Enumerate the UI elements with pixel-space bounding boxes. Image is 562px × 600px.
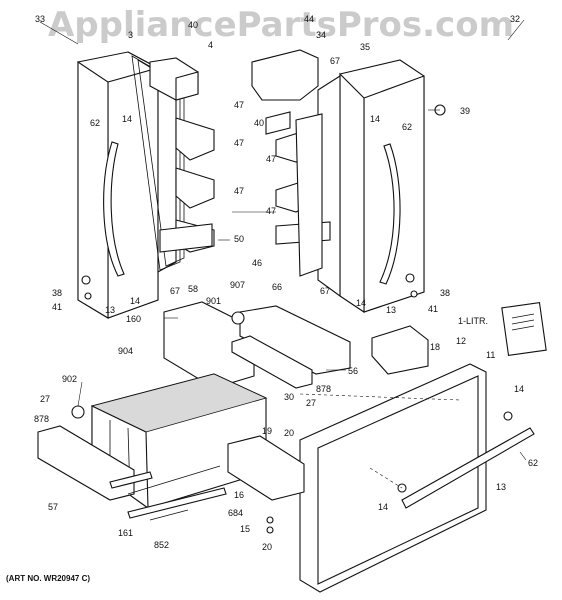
callout-15: 15 xyxy=(240,524,251,534)
callout-40-top: 40 xyxy=(188,20,199,30)
left-door-handle xyxy=(103,141,125,277)
callout-27-left: 27 xyxy=(40,394,51,404)
callout-47-a: 47 xyxy=(234,138,245,148)
callout-684: 684 xyxy=(228,508,244,518)
callout-13-right: 13 xyxy=(386,305,397,315)
callout-38-left: 38 xyxy=(52,288,63,298)
callout-852: 852 xyxy=(154,540,170,550)
callout-47-d: 47 xyxy=(266,206,277,216)
callout-67-top: 67 xyxy=(330,56,341,66)
callout-3: 3 xyxy=(128,30,134,40)
drawer-brackets xyxy=(127,435,305,521)
callout-46: 46 xyxy=(252,258,263,268)
callout-50: 50 xyxy=(234,234,245,244)
callout-16: 16 xyxy=(234,490,245,500)
callout-47-e: 47 xyxy=(234,100,245,110)
callout-14-left: 14 xyxy=(122,114,133,124)
left-slide-rail xyxy=(37,425,221,501)
callout-14-handle: 14 xyxy=(378,502,389,512)
callout-34: 34 xyxy=(316,30,327,40)
right-door-bins xyxy=(251,49,331,277)
callout-33: 33 xyxy=(35,14,46,24)
callout-878-left: 878 xyxy=(34,414,50,424)
callout-19: 19 xyxy=(262,426,273,436)
callout-40-mid: 40 xyxy=(254,118,265,128)
callout-62-right: 62 xyxy=(402,122,413,132)
callout-904: 904 xyxy=(118,346,134,356)
callout-11: 11 xyxy=(486,350,496,360)
callout-38-right: 38 xyxy=(440,288,451,298)
callout-27-right: 27 xyxy=(306,398,317,408)
art-number: (ART NO. WR20947 C) xyxy=(6,574,91,583)
water-filter xyxy=(501,301,547,357)
callout-13-left: 13 xyxy=(105,305,116,315)
callout-14-drawer: 14 xyxy=(514,384,525,394)
callout-32: 32 xyxy=(510,14,521,24)
callout-1-litr: 1-LITR. xyxy=(458,316,489,326)
callout-47-b: 47 xyxy=(266,154,277,164)
callout-41-left: 41 xyxy=(52,302,63,312)
freezer-basket xyxy=(90,373,268,510)
callout-901: 901 xyxy=(206,296,222,306)
callout-14-right-bottom: 14 xyxy=(356,298,367,308)
callout-47-c: 47 xyxy=(234,186,245,196)
callout-39: 39 xyxy=(460,106,471,116)
left-door xyxy=(77,51,177,319)
callout-30: 30 xyxy=(284,392,295,402)
callout-56: 56 xyxy=(348,366,359,376)
callout-14-right: 14 xyxy=(370,114,381,124)
callout-62-drawer: 62 xyxy=(528,458,539,468)
freezer-drawer-front xyxy=(299,325,487,593)
callout-35: 35 xyxy=(360,42,371,52)
callout-878-right: 878 xyxy=(316,384,332,394)
callout-44: 44 xyxy=(304,14,315,24)
callout-57: 57 xyxy=(48,502,59,512)
callout-66: 66 xyxy=(272,282,283,292)
callout-902: 902 xyxy=(62,374,78,384)
callout-14-left-bottom: 14 xyxy=(130,296,141,306)
right-door-handle xyxy=(379,143,401,285)
callout-41-right: 41 xyxy=(428,304,439,314)
callout-58: 58 xyxy=(188,284,199,294)
callout-13-drawer: 13 xyxy=(496,482,507,492)
callout-907: 907 xyxy=(230,280,246,290)
callout-62-left: 62 xyxy=(90,118,101,128)
left-door-bins xyxy=(149,57,215,253)
callout-160: 160 xyxy=(126,314,142,324)
callout-67-right: 67 xyxy=(320,286,331,296)
callout-161: 161 xyxy=(118,528,134,538)
freezer-drawer-handle xyxy=(401,427,535,509)
callout-12: 12 xyxy=(456,336,467,346)
callout-4: 4 xyxy=(208,40,214,50)
callout-18: 18 xyxy=(430,342,441,352)
reference-lines xyxy=(299,393,461,489)
callout-20-top: 20 xyxy=(284,428,295,438)
freezer-basket-cover xyxy=(163,301,351,389)
callout-20-bottom: 20 xyxy=(262,542,273,552)
leader-lines xyxy=(39,19,527,461)
callout-67-left: 67 xyxy=(170,286,181,296)
